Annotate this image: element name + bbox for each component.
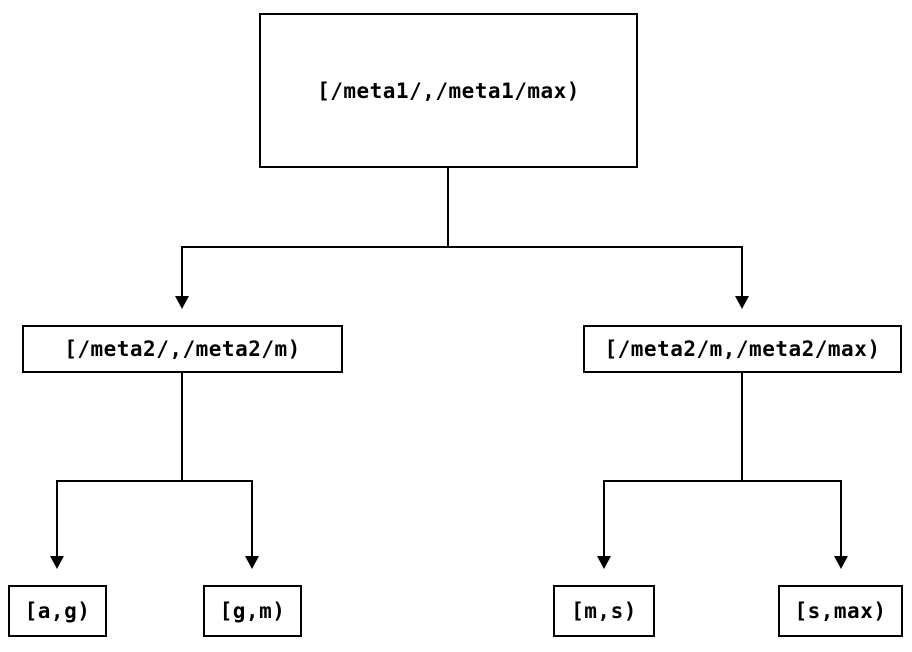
arrowhead-down-icon [50,556,64,569]
edge-right-to-leaf-ms-line [603,480,605,557]
edge-left-to-leaf-gm-line [251,480,253,557]
edge-root-to-right-line [741,246,743,297]
arrowhead-down-icon [597,556,611,569]
node-leaf-ms: [m,s) [553,585,655,637]
edge-root-to-left-line [181,246,183,297]
node-leaf-ag: [a,g) [8,585,107,637]
arrowhead-down-icon [834,556,848,569]
node-right-child: [/meta2/m,/meta2/max) [583,325,902,373]
node-leaf-gm: [g,m) [203,585,302,637]
arrowhead-down-icon [175,296,189,309]
edge-left-trunk-line [181,373,183,481]
edge-root-trunk-line [447,168,449,247]
edge-right-to-leaf-smax-line [840,480,842,557]
node-left-child: [/meta2/,/meta2/m) [22,325,343,373]
node-root: [/meta1/,/meta1/max) [259,13,638,168]
arrowhead-down-icon [245,556,259,569]
edge-left-to-leaf-ag-line [56,480,58,557]
edge-right-crossbar-line [603,480,842,482]
edge-left-crossbar-line [56,480,253,482]
node-leaf-smax: [s,max) [778,585,903,637]
arrowhead-down-icon [735,296,749,309]
edge-right-trunk-line [741,373,743,481]
edge-root-crossbar-line [181,246,743,248]
